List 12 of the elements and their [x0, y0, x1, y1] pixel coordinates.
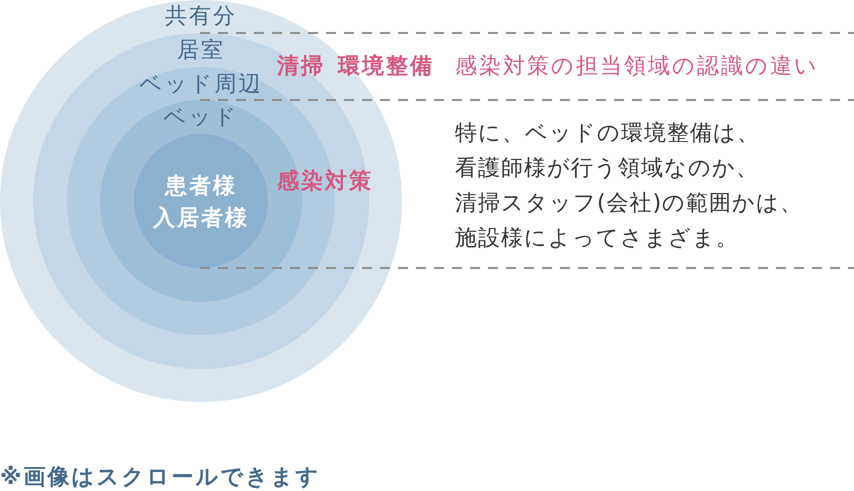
- center-label: 入居者様: [153, 206, 249, 232]
- ring-label: 居室: [177, 38, 225, 64]
- description-paragraph: 特に、ベッドの環境整備は、看護師様が行う領域なのか、清掃スタッフ(会社)の範囲かは、施設様によってさまざま。: [455, 120, 804, 253]
- section-subtitle: 感染対策の担当領域の認識の違い: [455, 54, 819, 80]
- note-text: ※画像はスクロールできます: [0, 465, 320, 491]
- section-heading: 環境整備: [338, 54, 434, 80]
- ring-label: 共有分: [165, 4, 237, 30]
- ring-label: ベッド: [164, 105, 238, 131]
- ring-label: ベッド周辺: [140, 72, 262, 98]
- section-heading: 清掃: [277, 54, 325, 80]
- center-label: 患者様: [165, 174, 237, 200]
- section-heading: 感染対策: [277, 169, 373, 195]
